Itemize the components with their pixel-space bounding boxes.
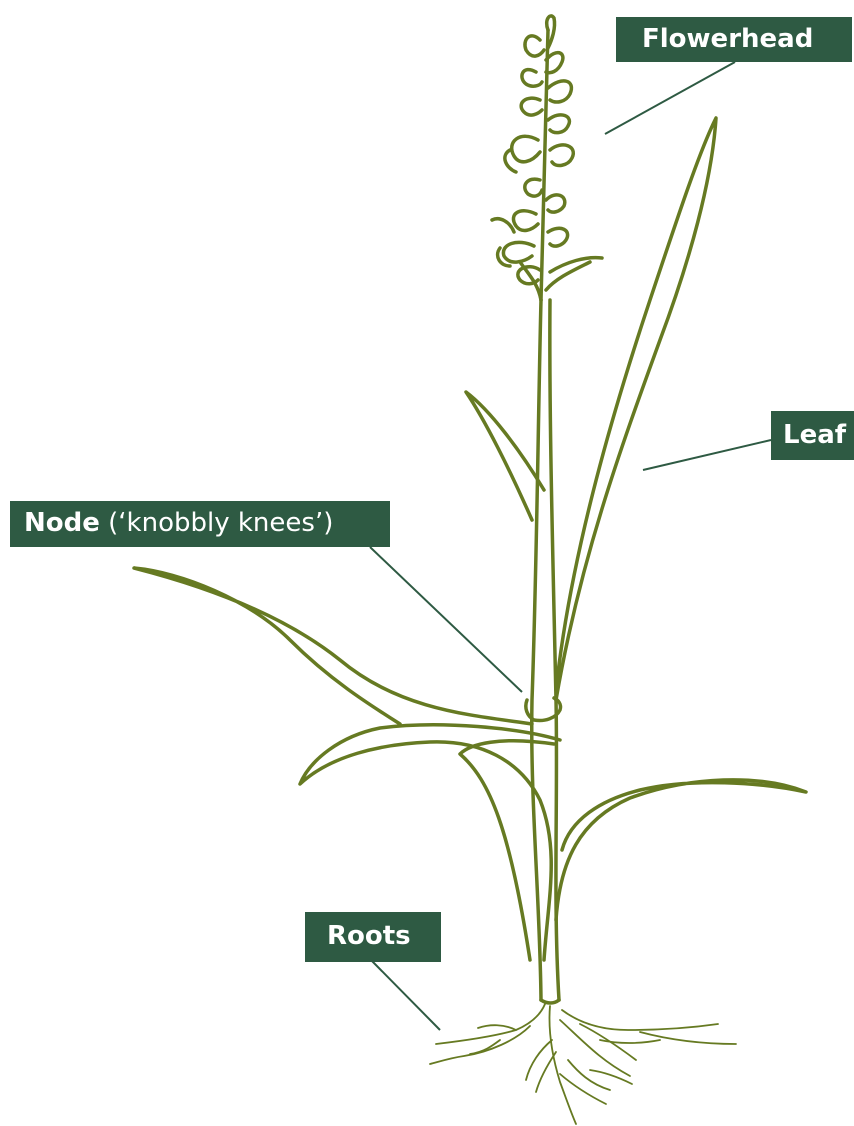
- leaf-upper-right: [556, 118, 716, 700]
- leaf-right: [556, 780, 806, 920]
- label-node: Node (‘knobbly knees’): [10, 501, 390, 547]
- label-roots: Roots: [305, 912, 441, 962]
- roots: [430, 1004, 736, 1124]
- stem-base: [541, 1000, 559, 1003]
- flowerhead: [492, 16, 602, 300]
- label-roots-text: Roots: [327, 921, 411, 951]
- label-node-description: (‘knobbly knees’): [100, 508, 333, 538]
- label-node-bold: Node: [24, 508, 100, 538]
- leaf-upper-left: [466, 392, 544, 520]
- leaf-long-left: [134, 568, 532, 724]
- label-leaf-text: Leaf: [783, 420, 846, 450]
- label-flowerhead: Flowerhead: [616, 17, 852, 62]
- leader-node: [370, 547, 522, 692]
- leader-leaf: [643, 440, 771, 470]
- stem: [532, 300, 541, 1000]
- label-leaf: Leaf: [771, 411, 854, 460]
- label-flowerhead-text: Flowerhead: [642, 24, 813, 54]
- leader-roots: [372, 961, 440, 1030]
